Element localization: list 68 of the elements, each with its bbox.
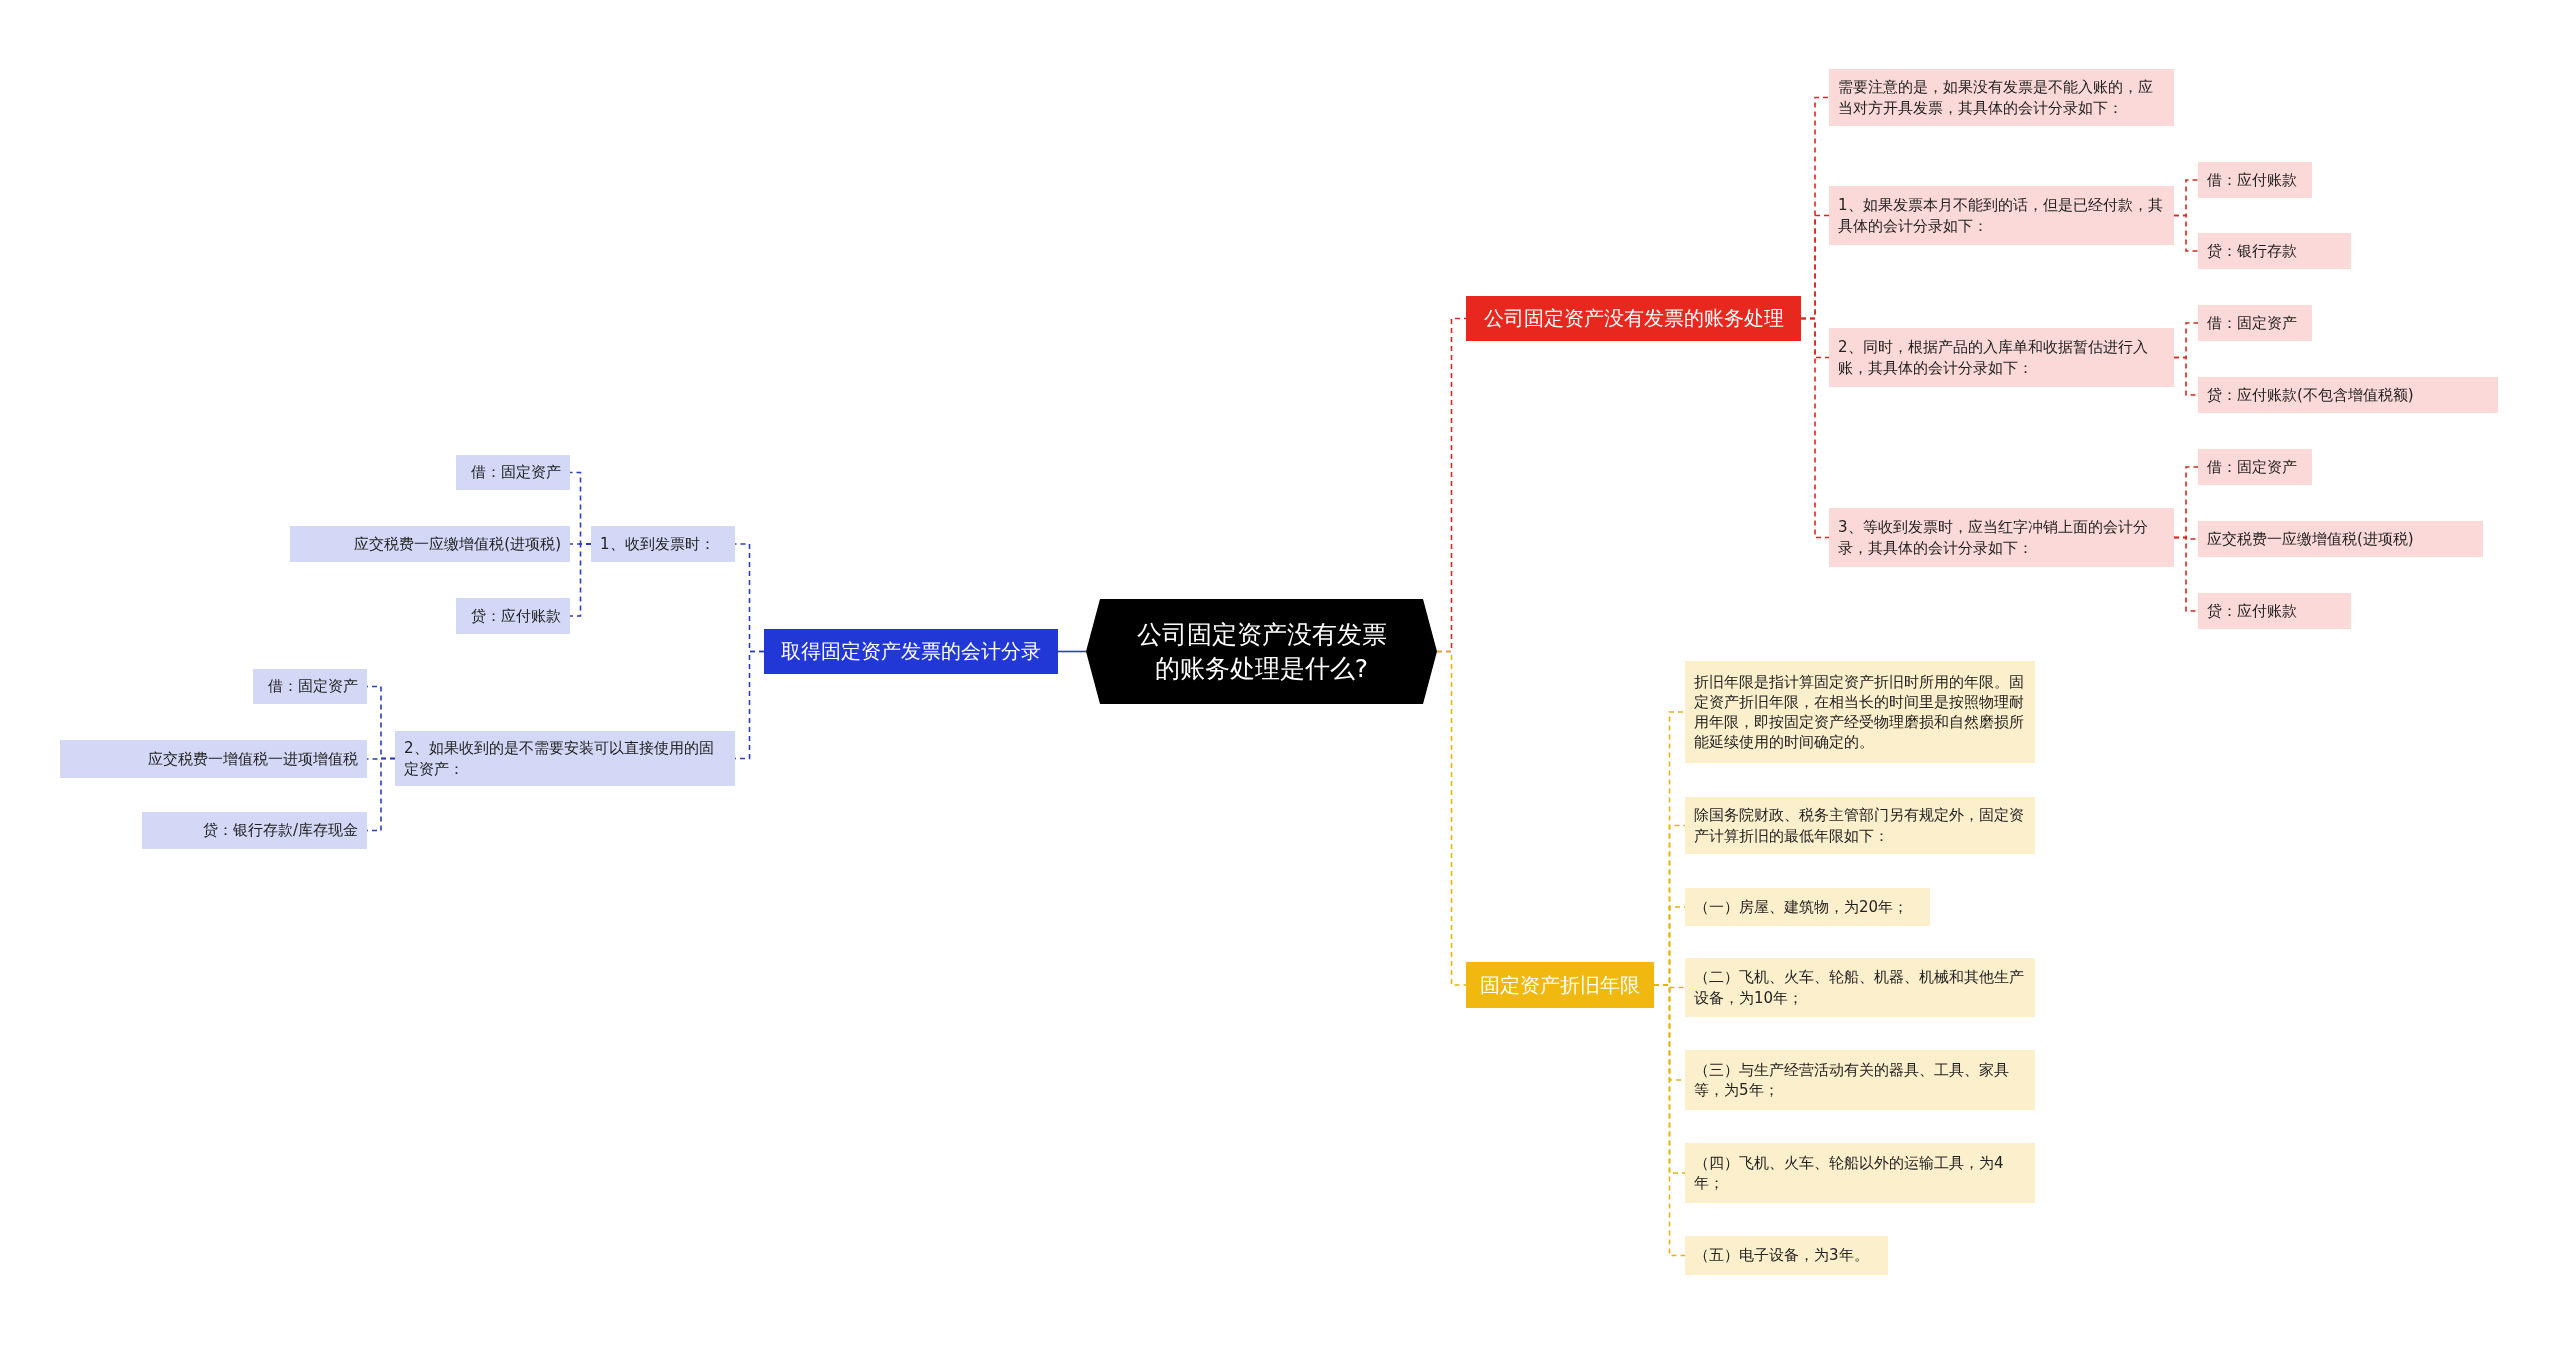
connector-line	[1057, 650, 1087, 653]
leaf-box	[395, 731, 735, 786]
leaf-box	[1685, 888, 1930, 926]
node-text: 2、同时，根据产品的入库单和收据暂估进行入账，其具体的会计分录如下：	[1838, 337, 2149, 378]
leaf-box	[290, 526, 570, 562]
branch-box	[764, 629, 1058, 674]
connector-line	[2173, 214, 2199, 252]
leaf-box	[1685, 1050, 2035, 1110]
node-text: 应交税费一应缴增值税(进项税)	[353, 533, 561, 555]
node-text: 3、等收到发票时，应当红字冲销上面的会计分录，其具体的会计分录如下：	[1838, 517, 2149, 558]
leaf-box	[1685, 797, 2035, 854]
leaf-box	[142, 812, 367, 849]
node-text: 贷：银行存款/库存现金	[201, 820, 358, 841]
leaf-box	[1685, 1236, 1888, 1275]
connector-line	[2173, 536, 2199, 612]
node-text: 贷：应付账款	[470, 605, 561, 627]
node-text: （二）飞机、火车、轮船、机器、机械和其他生产设备，为10年；	[1694, 967, 2025, 1008]
node-text: （一）房屋、建筑物，为20年；	[1694, 896, 1910, 918]
node-text: 取得固定资产发票的会计分录	[780, 638, 1042, 665]
node-text: 1、如果发票本月不能到的话，但是已经付款，其具体的会计分录如下：	[1838, 195, 2164, 236]
connector-line	[1653, 984, 1686, 1257]
node-text: 1、收到发票时：	[600, 533, 716, 555]
leaf-box	[2198, 521, 2483, 557]
topic-hexagon	[1086, 599, 1437, 704]
node-text: 贷：应付账款	[2207, 600, 2298, 622]
leaf-box	[1829, 186, 2174, 245]
node-text: 借：固定资产	[267, 676, 358, 697]
node-text: 借：应付账款	[2207, 169, 2298, 191]
leaf-box	[253, 669, 367, 704]
node-text: （五）电子设备，为3年。	[1694, 1245, 1870, 1266]
branch-box	[1466, 962, 1654, 1008]
leaf-box	[456, 455, 570, 490]
node-text: 2、如果收到的是不需要安装可以直接使用的固定资产：	[404, 738, 715, 779]
node-text: 折旧年限是指计算固定资产折旧时所用的年限。固定资产折旧年限，在相当长的时间里是按照物理耐用年限，即按固定资产经受物理磨损和自然磨损所能延续使用的时间确定的。	[1694, 671, 2025, 753]
leaf-box	[2198, 593, 2351, 629]
node-text: 贷：应付账款(不包含增值税额)	[2207, 384, 2415, 406]
node-text: （四）飞机、火车、轮船以外的运输工具，为4年；	[1694, 1152, 2005, 1194]
node-text: 需要注意的是，如果没有发票是不能入账的，应当对方开具发票，其具体的会计分录如下：	[1838, 77, 2154, 118]
node-text: 固定资产折旧年限	[1479, 971, 1641, 999]
node-text: 贷：银行存款	[2207, 240, 2298, 262]
leaf-box	[2198, 305, 2312, 341]
leaf-box	[1685, 661, 2035, 763]
leaf-box	[2198, 162, 2312, 198]
topic-text: 公司固定资产没有发票的账务处理是什么?	[1135, 618, 1388, 685]
leaf-box	[1829, 508, 2174, 567]
node-text: 借：固定资产	[2207, 312, 2298, 334]
connector-line	[2173, 356, 2199, 396]
connector-line	[1436, 650, 1467, 986]
node-text: 借：固定资产	[2207, 456, 2298, 478]
leaf-box	[1829, 328, 2174, 387]
leaf-box	[60, 740, 367, 778]
leaf-box	[1685, 1143, 2035, 1203]
connector-line	[1800, 317, 1830, 539]
leaf-box	[591, 526, 735, 562]
node-text: （三）与生产经营活动有关的器具、工具、家具等，为5年；	[1694, 1059, 2010, 1101]
node-text: 应交税费一应缴增值税(进项税)	[2207, 528, 2415, 550]
leaf-box	[2198, 377, 2498, 413]
branch-box	[1466, 296, 1801, 341]
node-text: 公司固定资产没有发票的账务处理	[1482, 305, 1785, 332]
node-text: 应交税费一增值税一进项增值税	[147, 748, 358, 770]
leaf-box	[2198, 449, 2312, 485]
node-text: 借：固定资产	[470, 462, 561, 483]
connector-line	[569, 543, 592, 617]
leaf-box	[456, 598, 570, 634]
leaf-box	[1829, 69, 2174, 126]
node-text: 除国务院财政、税务主管部门另有规定外，固定资产计算折旧的最低年限如下：	[1694, 805, 2025, 846]
leaf-box	[2198, 233, 2351, 269]
leaf-box	[1685, 958, 2035, 1017]
